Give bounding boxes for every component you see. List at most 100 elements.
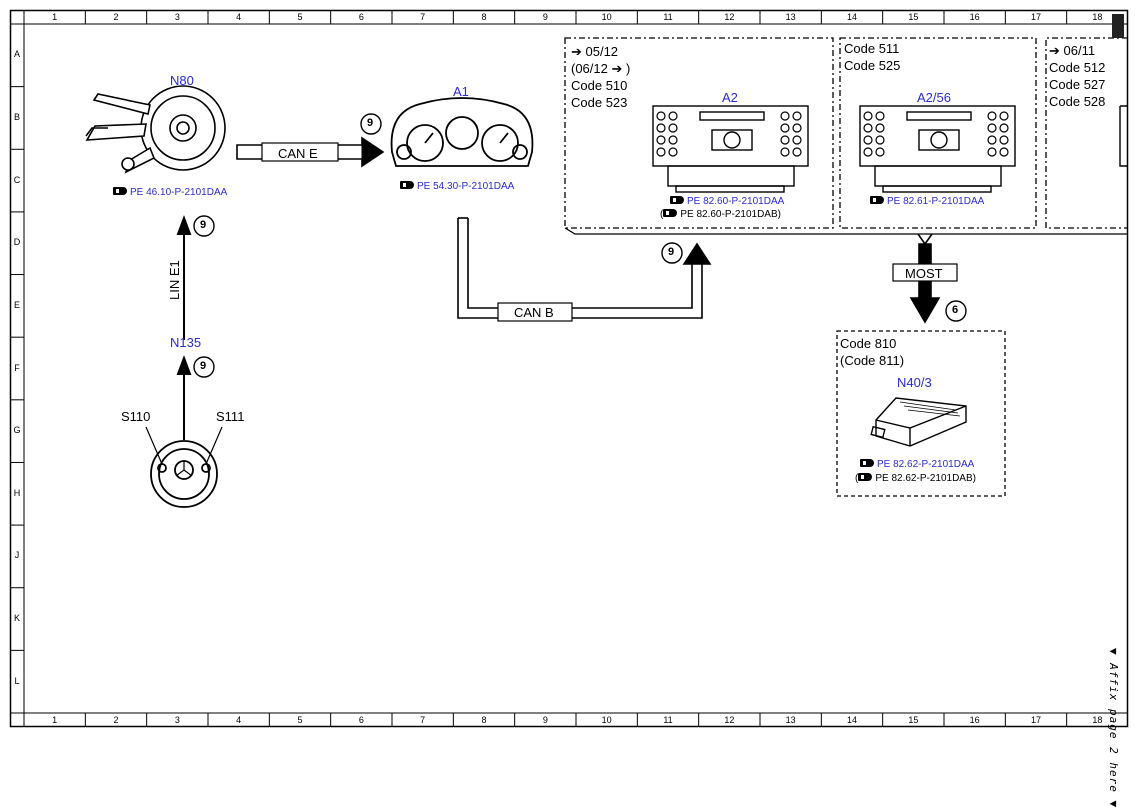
n135-link bbox=[176, 355, 192, 440]
a256-reference[interactable]: PE 82.61-P-2101DAA bbox=[870, 196, 984, 207]
n80-switch-module-drawing bbox=[85, 85, 226, 174]
marker-6-most bbox=[945, 300, 967, 322]
s110-label: S110 bbox=[121, 409, 151, 424]
grid-column-label: 16 bbox=[969, 715, 980, 725]
a256-code-1: Code 511 bbox=[844, 41, 900, 56]
a2-code-list: ➔ 05/12 (06/12 ➔ ) Code 510 Code 523 bbox=[571, 43, 630, 111]
radio-button-knob bbox=[987, 123, 997, 133]
marker-9-lin-text: 9 bbox=[200, 219, 207, 231]
radio-button-knob bbox=[656, 147, 666, 157]
a1-reference[interactable]: PE 54.30-P-2101DAA bbox=[400, 181, 514, 192]
grid-column-label: 10 bbox=[601, 715, 612, 725]
grid-column-label: 3 bbox=[174, 715, 180, 725]
marker-6-most-text: 6 bbox=[952, 304, 959, 316]
pointing-hand-icon bbox=[870, 196, 884, 204]
grid-column-label: 11 bbox=[663, 715, 673, 725]
a256-code-list: Code 511 Code 525 bbox=[844, 40, 900, 74]
a2x-code-2: Code 512 bbox=[1049, 60, 1106, 75]
n403-reference-alt[interactable]: (PE 82.62-P-2101DAB) bbox=[855, 473, 976, 484]
grid-column-label: 12 bbox=[724, 715, 735, 725]
radio-button-knob bbox=[668, 135, 678, 145]
n403-amplifier-drawing bbox=[870, 397, 967, 447]
n80-reference[interactable]: PE 46.10-P-2101DAA bbox=[113, 187, 227, 198]
a2-ref-alt-text: PE 82.60-P-2101DAB) bbox=[680, 209, 781, 220]
a256-code-2: Code 525 bbox=[844, 58, 901, 73]
n403-label: N40/3 bbox=[897, 375, 932, 390]
radio-button-knob bbox=[656, 123, 666, 133]
n80-ref-text: PE 46.10-P-2101DAA bbox=[130, 187, 228, 198]
grid-column-label: 7 bbox=[420, 12, 426, 22]
grid-row-label: C bbox=[13, 174, 21, 185]
radio-button-knob bbox=[792, 147, 802, 157]
grid-row-label: B bbox=[13, 111, 20, 122]
radio-button-knob bbox=[875, 147, 885, 157]
a2-reference[interactable]: PE 82.60-P-2101DAA bbox=[670, 196, 784, 207]
grid-column-label: 8 bbox=[481, 715, 487, 725]
grid-row-label: L bbox=[14, 675, 20, 686]
radio-button-knob bbox=[987, 147, 997, 157]
grid-column-label: 15 bbox=[908, 715, 919, 725]
radio-button-knob bbox=[780, 135, 790, 145]
grid-column-label: 14 bbox=[846, 715, 857, 725]
pointing-hand-icon bbox=[663, 209, 678, 217]
grid-column-label: 7 bbox=[420, 715, 426, 725]
radio-button-knob bbox=[999, 147, 1009, 157]
a2-code-1: ➔ 05/12 bbox=[571, 44, 619, 59]
radio-button-knob bbox=[987, 135, 997, 145]
a2-module-box bbox=[564, 37, 834, 229]
a2-label: A2 bbox=[722, 90, 738, 105]
a2-radio-drawing bbox=[652, 105, 809, 193]
grid-column-label: 14 bbox=[846, 12, 857, 22]
a256-module-box bbox=[839, 37, 1037, 229]
grid-column-label: 4 bbox=[236, 12, 242, 22]
can-e-label: CAN E bbox=[278, 146, 318, 161]
marker-9-can-b bbox=[661, 242, 683, 264]
grid-column-label: 6 bbox=[358, 715, 364, 725]
radio-button-knob bbox=[999, 111, 1009, 121]
grid-column-label: 2 bbox=[113, 12, 119, 22]
radio-button-knob bbox=[792, 135, 802, 145]
a2x-code-3: Code 527 bbox=[1049, 77, 1106, 92]
radio-button-knob bbox=[999, 123, 1009, 133]
a1-ref-text: PE 54.30-P-2101DAA bbox=[417, 181, 515, 192]
radio-button-knob bbox=[987, 111, 997, 121]
radio-button-knob bbox=[999, 135, 1009, 145]
a2-reference-alt[interactable]: (PE 82.60-P-2101DAB) bbox=[660, 209, 781, 220]
grid-column-label: 2 bbox=[113, 715, 119, 725]
grid-column-label: 9 bbox=[542, 715, 548, 725]
grid-column-label: 8 bbox=[481, 12, 487, 22]
radio-button-knob bbox=[792, 123, 802, 133]
grid-column-label: 15 bbox=[908, 12, 919, 22]
a1-label: A1 bbox=[453, 84, 469, 99]
grid-column-label: 18 bbox=[1092, 12, 1103, 22]
radio-button-knob bbox=[875, 123, 885, 133]
radio-button-knob bbox=[863, 111, 873, 121]
radio-button-knob bbox=[780, 111, 790, 121]
pointing-hand-icon bbox=[400, 181, 414, 189]
n403-reference[interactable]: PE 82.62-P-2101DAA bbox=[860, 459, 974, 470]
radio-button-knob bbox=[875, 111, 885, 121]
grid-row-label: H bbox=[13, 487, 21, 498]
radio-button-knob bbox=[780, 123, 790, 133]
grid-row-label: K bbox=[13, 613, 20, 624]
radio-button-knob bbox=[792, 111, 802, 121]
grid-column-label: 4 bbox=[236, 715, 242, 725]
grid-row-label: G bbox=[13, 425, 21, 436]
grid-column-label: 18 bbox=[1092, 715, 1103, 725]
a2-ref-text: PE 82.60-P-2101DAA bbox=[687, 196, 785, 207]
radio-button-knob bbox=[656, 135, 666, 145]
grid-row-label: A bbox=[13, 49, 20, 60]
lin-e1-label: LIN E1 bbox=[167, 260, 182, 300]
most-bus bbox=[892, 233, 958, 324]
can-b-bus bbox=[457, 217, 712, 322]
can-b-label: CAN B bbox=[514, 305, 554, 320]
a2-code-2: (06/12 ➔ ) bbox=[571, 61, 631, 76]
a2x-code-1: ➔ 06/11 bbox=[1049, 43, 1096, 58]
pointing-hand-icon bbox=[113, 187, 127, 195]
n135-label: N135 bbox=[170, 335, 202, 350]
marker-9-can-e-text: 9 bbox=[367, 117, 374, 129]
grid-column-label: 17 bbox=[1030, 715, 1041, 725]
grid-column-label: 9 bbox=[542, 12, 548, 22]
n80-label: N80 bbox=[170, 73, 194, 88]
